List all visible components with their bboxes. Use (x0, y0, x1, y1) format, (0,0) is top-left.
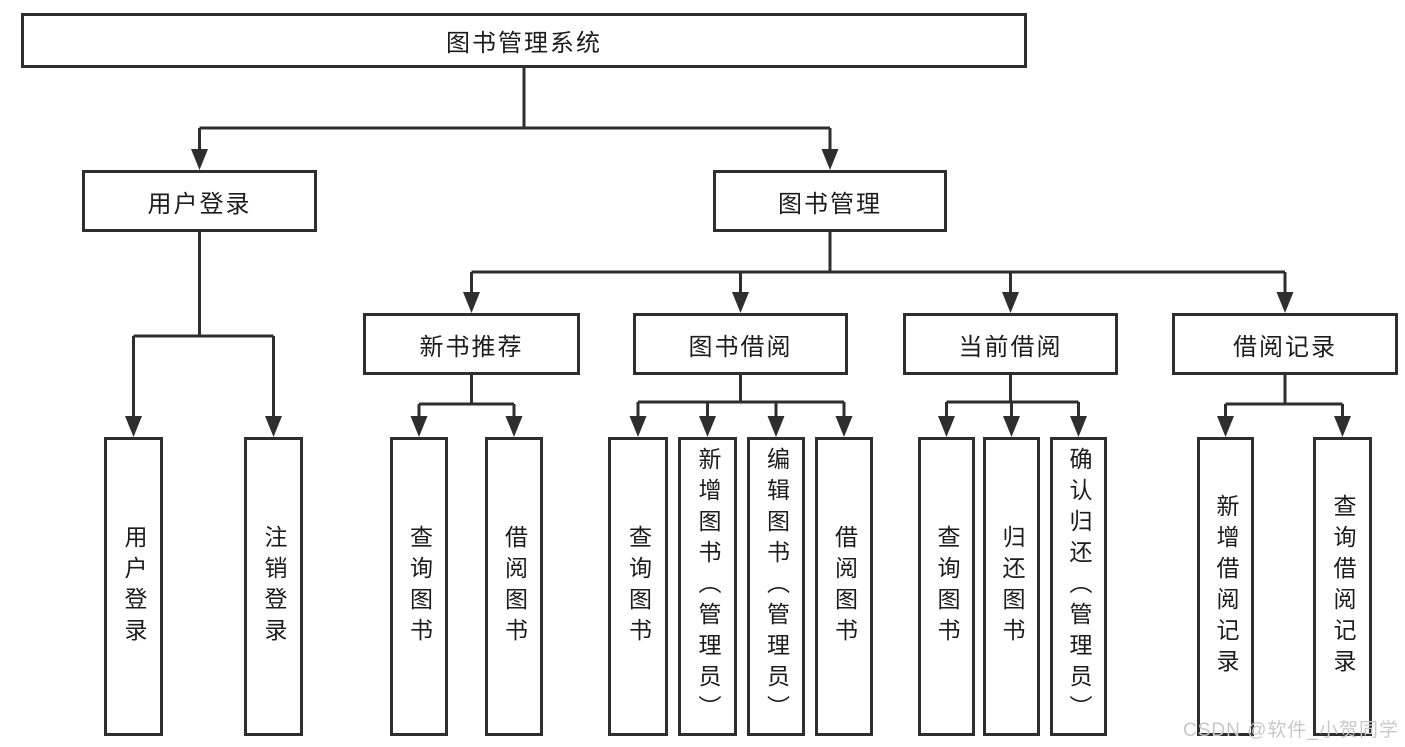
leaf-borrow-books-rec: 借阅图书 (485, 437, 543, 736)
leaf-query-books-current: 查询图书 (918, 437, 975, 736)
node-user-login: 用户登录 (82, 170, 317, 232)
leaf-edit-book-admin: 编辑图书（管理员） (747, 437, 805, 736)
node-book-borrow: 图书借阅 (633, 313, 848, 375)
watermark: CSDN @软件_小贺同学 (1183, 720, 1399, 741)
node-new-book-rec: 新书推荐 (363, 313, 580, 375)
leaf-query-books-borrow: 查询图书 (608, 437, 668, 736)
leaf-query-books-rec: 查询图书 (390, 437, 448, 736)
node-book-mgmt: 图书管理 (713, 170, 947, 232)
leaf-add-borrow-record: 新增借阅记录 (1197, 437, 1254, 736)
node-root: 图书管理系统 (21, 13, 1027, 68)
leaf-add-book-admin: 新增图书（管理员） (678, 437, 737, 736)
leaf-confirm-return-admin: 确认归还（管理员） (1050, 437, 1107, 736)
node-current-borrow: 当前借阅 (903, 313, 1118, 375)
leaf-query-borrow-record: 查询借阅记录 (1313, 437, 1372, 736)
node-borrow-record: 借阅记录 (1172, 313, 1398, 375)
leaf-borrow-books: 借阅图书 (815, 437, 873, 736)
leaf-return-book: 归还图书 (983, 437, 1040, 736)
leaf-logout: 注销登录 (244, 437, 303, 736)
leaf-user-login: 用户登录 (104, 437, 163, 736)
